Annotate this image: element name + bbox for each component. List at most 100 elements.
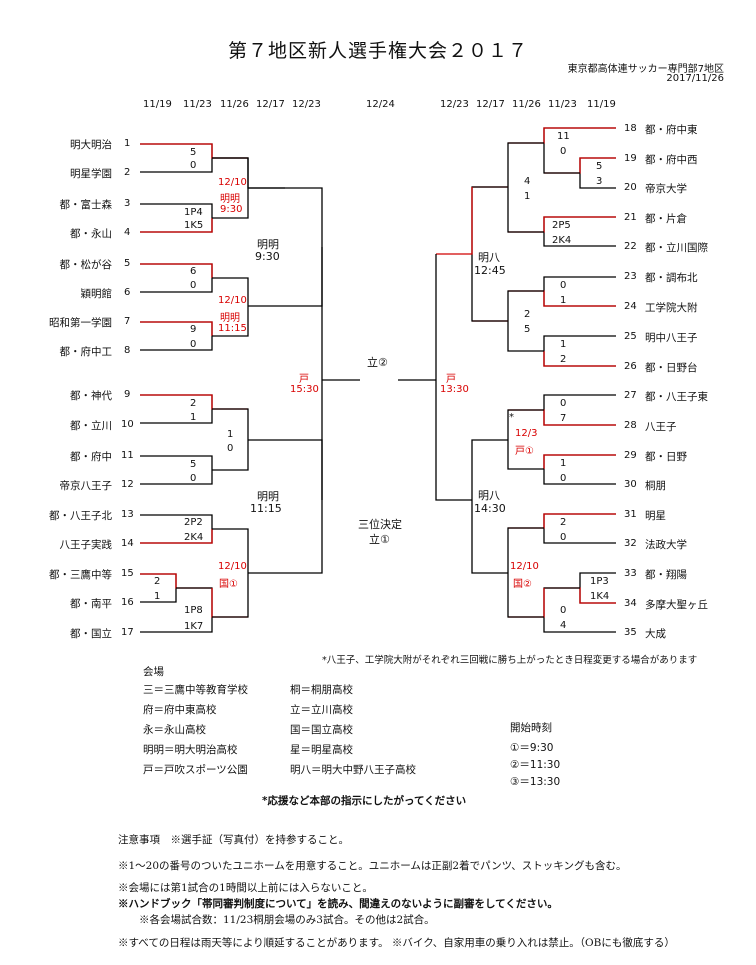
left-team-16: 都・南平 — [70, 598, 112, 610]
venue-item: 明明＝明大明治高校 — [143, 744, 238, 756]
score: 5 — [190, 459, 197, 470]
date-right-r3: 11/26 — [512, 99, 541, 110]
note-line: ※1～20の番号のついたユニホームを用意すること。ユニホームは正副2着でパンツ、… — [118, 860, 627, 872]
note-line: ※ハンドブック「帯同審判制度について」を読み、間違えのないように副審をしてくださ… — [118, 898, 558, 910]
left-team-no-10: 10 — [121, 419, 134, 430]
score: 2 — [190, 398, 197, 409]
sf-time: 14:30 — [474, 502, 506, 515]
final-right-venue: 戸 — [446, 374, 456, 385]
left-team-9: 都・神代 — [70, 390, 112, 402]
left-team-11: 都・府中 — [70, 451, 112, 463]
issue-date: 2017/11/26 — [666, 73, 724, 84]
right-team-no-18: 18 — [624, 123, 637, 134]
left-team-no-4: 4 — [124, 227, 131, 238]
sf-venue: 明八 — [478, 489, 500, 502]
score: 5 — [524, 324, 531, 335]
right-team-no-30: 30 — [624, 479, 637, 490]
final-left-venue: 戸 — [299, 374, 309, 385]
left-team-no-13: 13 — [121, 509, 134, 520]
date-left-r4: 12/17 — [256, 99, 285, 110]
left-team-no-11: 11 — [121, 450, 134, 461]
left-team-5: 都・松が谷 — [59, 259, 113, 271]
score: 1 — [560, 458, 567, 469]
left-team-3: 都・富士森 — [59, 199, 113, 211]
score: 3 — [596, 176, 603, 187]
note-mark: * — [509, 412, 514, 423]
score: 1 — [560, 295, 567, 306]
final-right-time: 13:30 — [440, 384, 469, 395]
left-team-10: 都・立川 — [70, 420, 112, 432]
left-team-12: 帝京八王子 — [59, 480, 113, 492]
start-time-header: 開始時刻 — [510, 722, 552, 734]
date-right-r2: 11/23 — [548, 99, 577, 110]
right-team-32: 法政大学 — [645, 539, 687, 551]
note-line: ※すべての日程は雨天等により順延することがあります。 ※バイク、自家用車の乗り入… — [118, 937, 675, 949]
venue-header: 会場 — [143, 666, 164, 678]
right-team-33: 都・翔陽 — [645, 569, 687, 581]
left-team-no-7: 7 — [124, 316, 131, 327]
score: 1P4 — [184, 207, 203, 218]
right-team-no-34: 34 — [624, 598, 637, 609]
venue-item: 永＝永山高校 — [143, 724, 206, 736]
sf-venue: 明明 — [257, 490, 279, 503]
score: 0 — [190, 339, 197, 350]
score: 1 — [524, 191, 531, 202]
sf-venue: 明八 — [478, 251, 500, 264]
right-team-18: 都・府中東 — [645, 124, 698, 136]
right-team-34: 多摩大聖ヶ丘 — [645, 599, 708, 611]
right-team-27: 都・八王子東 — [645, 391, 708, 403]
left-team-15: 都・三鷹中等 — [49, 569, 112, 581]
left-team-14: 八王子実践 — [59, 539, 113, 551]
schedule-venue: 国② — [513, 579, 532, 590]
right-team-23: 都・調布北 — [645, 272, 698, 284]
schedule-date: 12/10 — [218, 295, 247, 306]
score: 5 — [190, 147, 197, 158]
right-team-20: 帝京大学 — [645, 183, 687, 195]
venue-item: 三＝三鷹中等教育学校 — [143, 684, 248, 696]
score: 2K4 — [552, 235, 572, 246]
note-line: ※各会場試合数：11/23桐朋会場のみ3試合。その他は2試合。 — [118, 914, 435, 926]
score: 1P3 — [590, 576, 609, 587]
date-left-r1: 11/19 — [143, 99, 172, 110]
right-team-no-31: 31 — [624, 509, 637, 520]
left-team-6: 穎明館 — [80, 288, 113, 300]
organizer: 東京都高体連サッカー専門部7地区 — [567, 64, 724, 75]
date-right-r1: 11/19 — [587, 99, 616, 110]
score: 4 — [560, 620, 567, 631]
venue-item: 桐＝桐朋高校 — [290, 684, 353, 696]
score: 0 — [190, 473, 197, 484]
right-team-no-33: 33 — [624, 568, 637, 579]
score: 11 — [557, 131, 570, 142]
sf-time: 11:15 — [250, 502, 282, 515]
sf-time: 9:30 — [255, 250, 280, 263]
left-team-no-9: 9 — [124, 389, 131, 400]
schedule-date: 12/3 — [515, 428, 538, 439]
score: 0 — [190, 160, 197, 171]
note-line: 注意事項 ※選手証（写真付）を持参すること。 — [118, 834, 349, 846]
schedule-venue: 戸① — [515, 446, 534, 457]
left-team-7: 昭和第一学園 — [49, 317, 112, 329]
schedule-time: 11:15 — [218, 323, 247, 334]
left-team-no-16: 16 — [121, 597, 134, 608]
right-team-no-29: 29 — [624, 450, 637, 461]
score: 1K7 — [184, 621, 204, 632]
final-left-time: 15:30 — [290, 384, 319, 395]
right-team-26: 都・日野台 — [645, 362, 698, 374]
left-team-2: 明星学園 — [70, 168, 112, 180]
score: 0 — [560, 473, 567, 484]
score: 5 — [596, 161, 603, 172]
sf-time: 12:45 — [474, 264, 506, 277]
score: 1K5 — [184, 220, 204, 231]
score: 9 — [190, 324, 197, 335]
right-team-21: 都・片倉 — [645, 213, 687, 225]
third-place-label: 三位決定 — [358, 518, 402, 531]
score: 0 — [560, 532, 567, 543]
score: 1 — [560, 339, 567, 350]
final-venue: 立② — [367, 356, 388, 369]
score: 0 — [560, 398, 567, 409]
score: 2P5 — [552, 220, 571, 231]
right-team-no-27: 27 — [624, 390, 637, 401]
score: 2 — [524, 309, 531, 320]
score: 1 — [227, 429, 234, 440]
